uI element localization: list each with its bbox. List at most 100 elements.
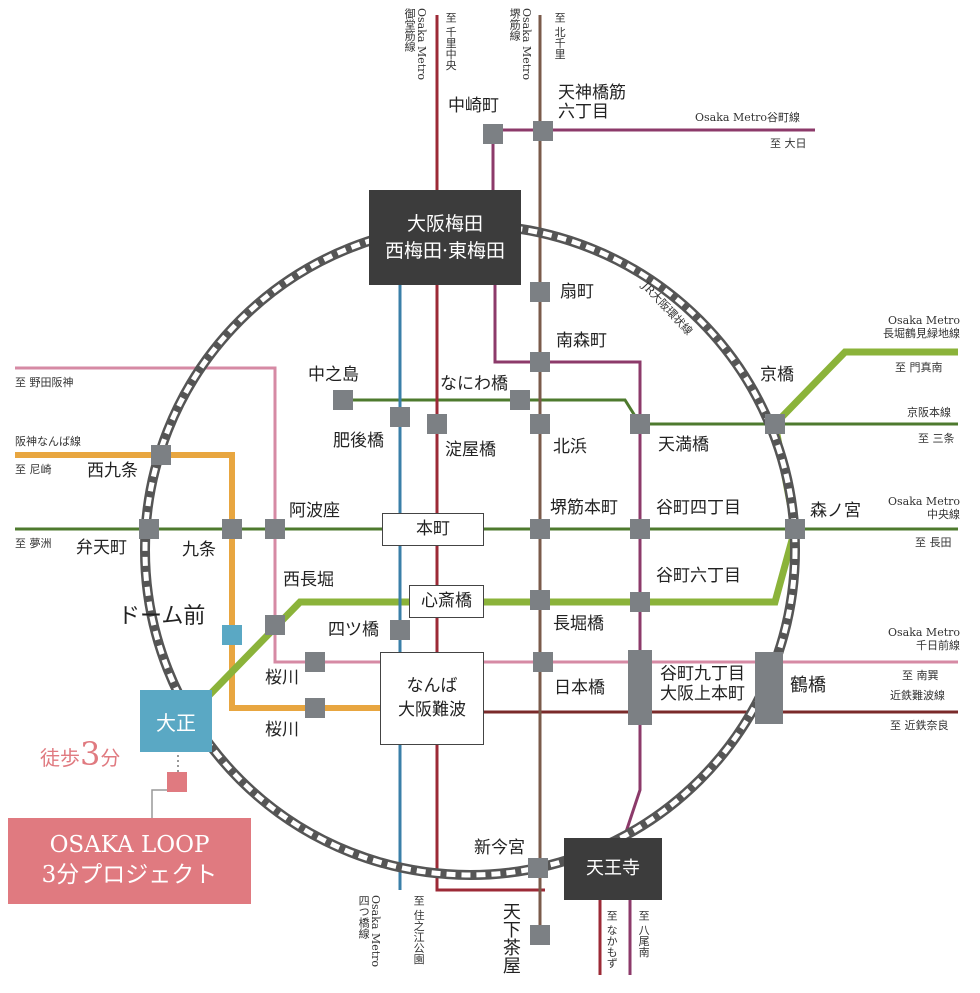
label-to-yao: 至 八尾南 — [637, 910, 651, 958]
label-to-nara: 至 近鉄奈良 — [890, 719, 949, 732]
label-nagahori-line: Osaka Metro 長堀鶴見緑地線 — [883, 314, 960, 340]
label-tengachaya: 天下茶屋 — [499, 902, 521, 974]
label-midosuji: Osaka Metro 御堂筋線 — [403, 8, 429, 81]
label-to-nodahanshin: 至 野田阪神 — [15, 376, 74, 389]
label-naniwabashi: なにわ橋 — [440, 374, 508, 394]
line-hanshin-namba — [15, 452, 400, 711]
stn-nishikujo[interactable] — [151, 445, 171, 465]
station-namba[interactable]: なんば 大阪難波 — [380, 652, 484, 745]
stn-yodoyabashi[interactable] — [427, 414, 447, 434]
label-keihan: 京阪本線 — [907, 406, 951, 419]
stn-tanimachi9[interactable] — [628, 650, 652, 725]
stn-ogimachi[interactable] — [530, 282, 550, 302]
label-yodoyabashi: 淀屋橋 — [445, 440, 496, 460]
stn-tsuruhashi[interactable] — [755, 652, 783, 724]
stn-domemae[interactable] — [222, 625, 242, 645]
line-nagahori — [182, 348, 958, 723]
label-nipponbashi: 日本橋 — [554, 678, 605, 698]
label-higobashi: 肥後橋 — [333, 431, 384, 451]
label-kujo: 九条 — [182, 540, 216, 560]
stn-nishinagahori[interactable] — [265, 615, 285, 635]
label-to-sanjo: 至 三条 — [918, 432, 955, 445]
label-sakuragawa2: 桜川 — [265, 720, 299, 740]
station-taisho[interactable]: 大正 — [140, 690, 212, 752]
stn-nakazakicho[interactable] — [483, 124, 503, 144]
label-to-dainichi: 至 大日 — [770, 137, 807, 150]
label-to-kadoma: 至 門真南 — [895, 361, 943, 374]
station-tennoji[interactable]: 天王寺 — [564, 838, 662, 900]
line-jr-loop-outer — [140, 220, 800, 880]
stn-sakuragawa1[interactable] — [305, 652, 325, 672]
label-ogimachi: 扇町 — [560, 282, 594, 302]
label-sakaisuji: Osaka Metro 堺筋線 — [508, 8, 534, 81]
walk-path-2 — [151, 789, 170, 818]
label-bentencho: 弁天町 — [76, 538, 127, 558]
label-tenmabashi: 天満橋 — [658, 435, 709, 455]
stn-nakanoshima[interactable] — [333, 390, 353, 410]
stn-tanimachi4[interactable] — [630, 519, 650, 539]
label-to-nagata: 至 長田 — [915, 536, 952, 549]
stn-imamiya[interactable] — [528, 858, 548, 878]
stn-naniwabashi[interactable] — [510, 390, 530, 410]
label-morinomiya: 森ノ宮 — [810, 501, 861, 521]
label-sakuragawa1: 桜川 — [265, 668, 299, 688]
stn-nagahoribashi[interactable] — [530, 590, 550, 610]
project-box[interactable]: OSAKA LOOP 3分プロジェクト — [8, 818, 251, 904]
stn-tenmabashi[interactable] — [630, 414, 650, 434]
stn-tenjin[interactable] — [533, 121, 553, 141]
station-umeda[interactable]: 大阪梅田 西梅田·東梅田 — [369, 190, 521, 285]
walk-label: 徒歩3分 — [40, 738, 120, 770]
label-imamiya: 新今宮 — [474, 838, 525, 858]
station-honmachi[interactable]: 本町 — [382, 513, 484, 546]
stn-tanimachi6[interactable] — [630, 592, 650, 612]
label-tanimachi4: 谷町四丁目 — [656, 498, 741, 518]
project-marker — [167, 772, 187, 792]
label-chuo: Osaka Metro 中央線 — [887, 495, 960, 521]
stn-morinomiya[interactable] — [785, 519, 805, 539]
label-to-senri: 至 千里中央 — [444, 12, 458, 71]
stn-yotsubashi[interactable] — [390, 620, 410, 640]
stn-sakuragawa2[interactable] — [305, 698, 325, 718]
walk-suffix: 分 — [100, 746, 121, 770]
label-to-suminoe: 至 住之江公園 — [412, 895, 426, 965]
label-kyobashi: 京橋 — [760, 365, 794, 385]
stn-minamimorimachi[interactable] — [530, 352, 550, 372]
label-tanimachi-line: Osaka Metro谷町線 — [695, 111, 801, 124]
line-keihan-path — [345, 398, 958, 426]
label-to-kitasenri: 至 北千里 — [553, 12, 567, 60]
label-domemae: ドーム前 — [118, 604, 206, 629]
stn-sakaisujihonmachi[interactable] — [530, 519, 550, 539]
label-to-minamitatsumi: 至 南巽 — [902, 669, 939, 682]
label-tanimachi6: 谷町六丁目 — [656, 566, 741, 586]
station-shinsaibashi[interactable]: 心斎橋 — [409, 585, 484, 618]
label-nakazakicho: 中崎町 — [448, 96, 499, 116]
label-sennichimae: Osaka Metro 千日前線 — [887, 626, 960, 652]
stn-awaza[interactable] — [265, 519, 285, 539]
label-nishinagahori: 西長堀 — [283, 570, 334, 590]
label-to-amagasaki: 至 尼崎 — [15, 463, 52, 476]
stn-higobashi[interactable] — [390, 407, 410, 427]
label-to-nakamozu: 至 なかもず — [605, 910, 619, 969]
label-tsuruhashi: 鶴橋 — [790, 675, 826, 696]
label-tenjin: 天神橋筋 六丁目 — [558, 83, 626, 122]
label-awaza: 阿波座 — [289, 501, 340, 521]
label-tanimachi9: 谷町九丁目 大阪上本町 — [660, 664, 745, 704]
label-kitahama: 北浜 — [553, 437, 587, 457]
stn-tengachaya[interactable] — [530, 925, 550, 945]
label-nishikujo: 西九条 — [87, 461, 138, 481]
line-sennichimae — [15, 366, 958, 664]
stn-kyobashi[interactable] — [765, 414, 785, 434]
label-hanshin-namba: 阪神なんば線 — [15, 435, 81, 448]
label-sakaisujihonmachi: 堺筋本町 — [550, 498, 618, 518]
line-midosuji — [435, 15, 545, 892]
label-nakanoshima: 中之島 — [308, 365, 359, 385]
stn-bentencho[interactable] — [139, 519, 159, 539]
stn-nipponbashi[interactable] — [533, 652, 553, 672]
walk-num: 3 — [80, 735, 101, 773]
stn-kitahama[interactable] — [530, 414, 550, 434]
label-yotsubashi-line: Osaka Metro 四つ橋線 — [357, 895, 383, 968]
stn-kujo[interactable] — [222, 519, 242, 539]
label-yotsubashi: 四ツ橋 — [328, 620, 379, 640]
label-nagahoribashi: 長堀橋 — [553, 614, 604, 634]
label-to-yumeshima: 至 夢洲 — [15, 537, 52, 550]
